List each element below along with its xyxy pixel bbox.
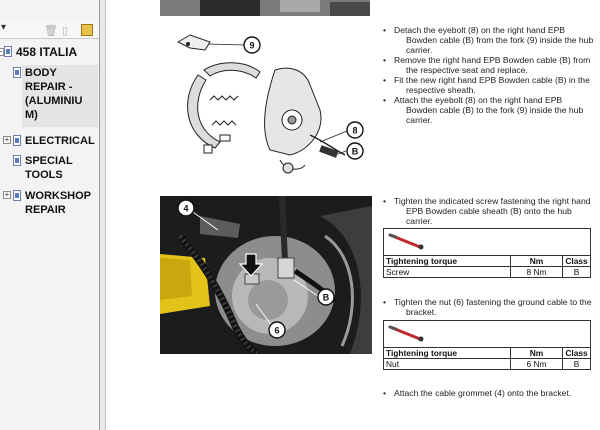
trash-icon[interactable]: 🗑 [44,25,58,37]
epb-hub-diagram: 9 8 B [176,34,364,174]
callout-8: 8 [346,121,364,139]
table-header-row: Tightening torque Nm Class [383,347,591,359]
bookmark-special-tools[interactable]: SPECIAL TOOLS [25,154,73,182]
header-torque: Tightening torque [383,255,511,267]
bookmark-workshop-repair[interactable]: WORKSHOP REPAIR [25,189,91,217]
top-photo-strip [160,0,370,16]
bookmark-body-repair[interactable]: BODY REPAIR - (ALUMINIU M) [25,66,82,122]
callout-6: 6 [268,321,286,339]
bookmark-page-icon [13,155,21,166]
bookmark-page-icon [13,190,21,201]
bookmark-root[interactable]: 458 ITALIA [16,45,78,59]
svg-text:6: 6 [274,326,279,336]
instruction-item: Detach the eyebolt (8) on the right hand… [383,25,595,55]
panel-splitter[interactable] [100,0,106,430]
bookmarks-toolbar: ▾ 🗑 ▯ [0,22,99,39]
bookmark-page-icon [4,46,12,57]
header-nm: Nm [510,255,563,267]
bookmark-label-line: WORKSHOP [25,190,91,202]
cell-class: B [562,358,591,370]
bookmark-electrical[interactable]: ELECTRICAL [25,134,95,148]
torque-table-nut: Tightening torque Nm Class Nut 6 Nm B [383,320,591,370]
table-row: Screw 8 Nm B [383,266,591,278]
instruction-item: Remove the right hand EPB Bowden cable (… [383,55,595,75]
expand-toggle[interactable]: + [3,190,11,199]
instruction-item: Tighten the indicated screw fastening th… [383,196,598,226]
table-header-row: Tightening torque Nm Class [383,255,591,267]
svg-text:8: 8 [352,126,357,136]
callout-b: B [346,142,364,160]
instructions-list-2: Tighten the indicated screw fastening th… [383,196,598,226]
torque-wrench-icon [388,233,424,250]
options-dropdown-icon[interactable]: ▾ [1,22,7,33]
header-class: Class [562,347,591,359]
bookmark-label-line: TOOLS [25,169,63,181]
torque-wrench-cell [383,228,591,256]
torque-wrench-icon [388,325,424,342]
cell-nm: 6 Nm [510,358,563,370]
bookmark-label-line: (ALUMINIU [25,95,83,107]
callout-4: 4 [177,199,195,217]
tool-image-row [383,320,591,348]
torque-wrench-cell [383,320,591,348]
svg-text:B: B [323,293,330,303]
cell-item: Screw [383,266,511,278]
torque-table-screw: Tightening torque Nm Class Screw 8 Nm B [383,228,591,278]
cell-class: B [562,266,591,278]
instruction-item: Attach the cable grommet (4) onto the br… [383,388,598,398]
instructions-list-1: Detach the eyebolt (8) on the right hand… [383,25,595,125]
bookmark-label-line: M) [25,109,38,121]
bookmark-label-line: ELECTRICAL [25,135,95,147]
instructions-list-3: Tighten the nut (6) fastening the ground… [383,297,598,317]
bookmark-icon[interactable] [81,24,93,36]
bookmark-page-icon [13,135,21,146]
bookmark-label-line: SPECIAL [25,155,73,167]
bookmarks-panel: ▾ 🗑 ▯ − 458 ITALIA BODY REPAIR - (ALUMIN… [0,0,100,430]
svg-text:9: 9 [249,41,254,51]
callout-9: 9 [243,36,261,54]
instruction-item: Fit the new right hand EPB Bowden cable … [383,75,595,95]
expand-toggle[interactable]: + [3,135,11,144]
instruction-item: Attach the eyebolt (8) on the right hand… [383,95,595,125]
table-row: Nut 6 Nm B [383,358,591,370]
bookmark-label-line: REPAIR - [25,81,73,93]
bookmark-page-icon [13,67,21,78]
cell-item: Nut [383,358,511,370]
bookmark-label-line: BODY [25,67,57,79]
epb-sheath-photo: 4 B 6 [160,196,372,354]
selected-highlight [22,65,98,127]
header-class: Class [562,255,591,267]
svg-text:B: B [352,147,359,157]
page-icon[interactable]: ▯ [62,25,69,37]
header-torque: Tightening torque [383,347,511,359]
instruction-item: Tighten the nut (6) fastening the ground… [383,297,598,317]
svg-text:4: 4 [183,204,188,214]
collapse-toggle[interactable]: − [0,48,4,56]
header-nm: Nm [510,347,563,359]
cell-nm: 8 Nm [510,266,563,278]
bookmark-label-line: REPAIR [25,204,66,216]
tool-image-row [383,228,591,256]
top-photo-svg [160,0,370,16]
callout-b: B [317,288,335,306]
instructions-list-4: Attach the cable grommet (4) onto the br… [383,388,598,398]
